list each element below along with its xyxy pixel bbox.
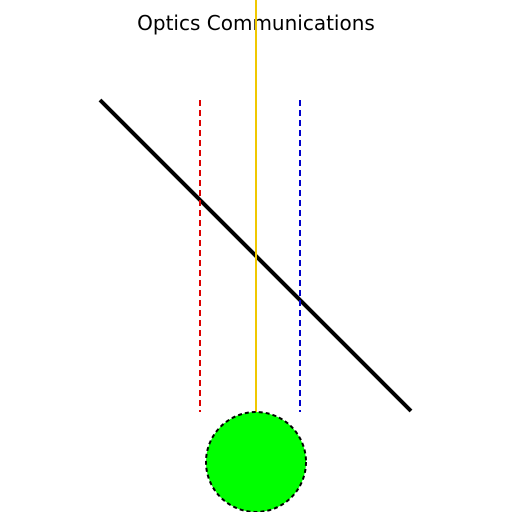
light-source-circle <box>205 411 307 512</box>
